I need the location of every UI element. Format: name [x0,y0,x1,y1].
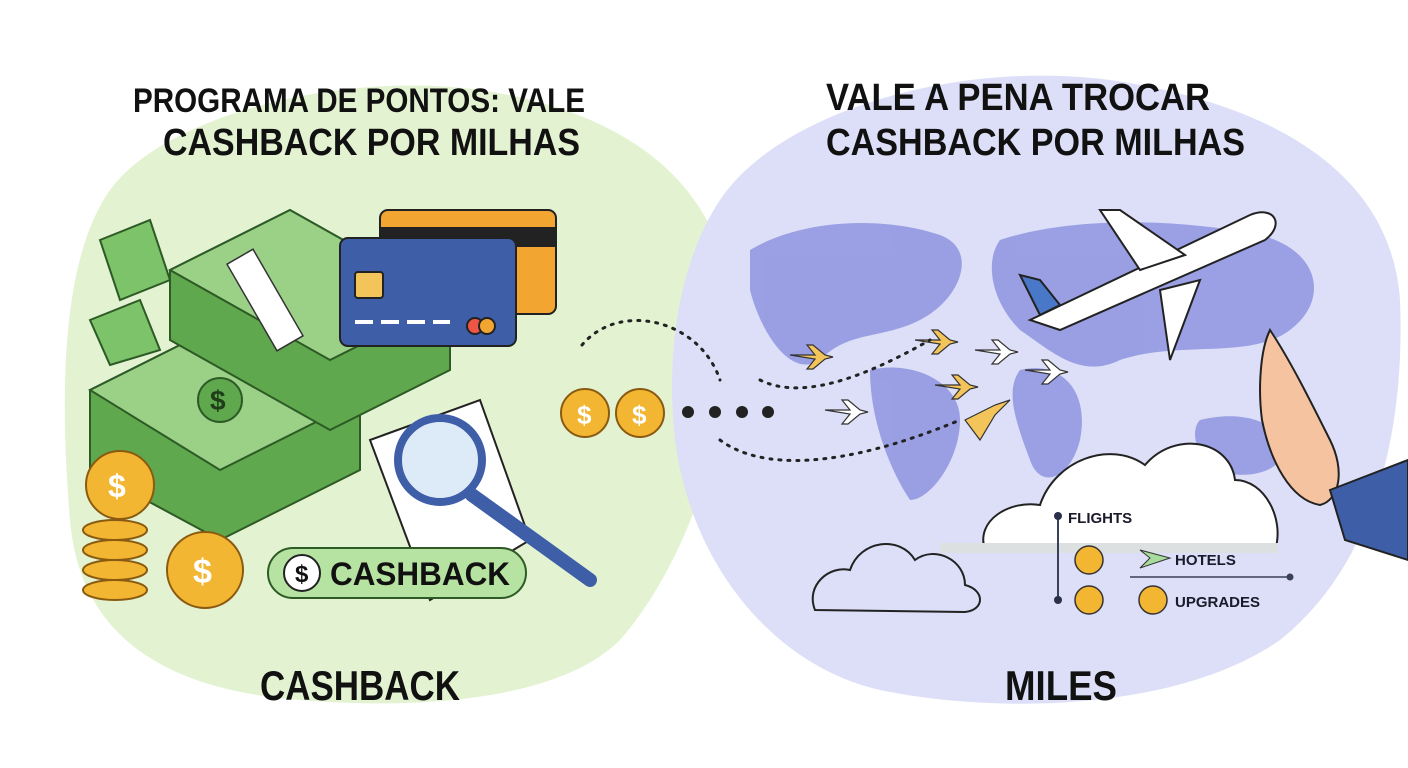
hotel-icon [1074,545,1104,575]
miles-caption: MILES [1005,662,1117,709]
hand-icon [1259,328,1340,507]
left-title-line2: CASHBACK POR MILHAS [163,122,580,164]
coin-stack: $ $ [82,450,244,609]
option-flights: FLIGHTS [1068,510,1132,527]
option-hotels: HOTELS [1175,552,1236,569]
transfer-coins: $ $ [560,388,665,438]
dot-chain [682,406,774,418]
cashback-badge: $ CASHBACK [267,547,527,599]
left-title-line1: PROGRAMA DE PONTOS: VALE [133,82,585,120]
right-title-line1: VALE A PENA TROCAR [826,77,1210,119]
flight-paths [580,319,962,462]
small-planes [789,329,1069,442]
money-band [225,248,305,352]
world-map [750,222,1314,500]
svg-text:$: $ [577,400,592,430]
cloud-panel [811,442,1279,614]
credit-cards [339,209,557,347]
upgrade-icon [1074,585,1104,615]
option-upgrades: UPGRADES [1175,594,1260,611]
svg-text:$: $ [210,385,226,416]
green-plane-icon [1139,549,1172,569]
sleeve [1328,458,1408,562]
seat-icon [1138,585,1168,615]
divider-bar [940,543,1278,553]
airplane-icon [1018,209,1277,361]
svg-text:$: $ [632,400,647,430]
cashback-badge-label: CASHBACK [330,556,510,592]
rewards-options: FLIGHTS HOTELS UPGRADES [1054,510,1294,615]
svg-text:$: $ [108,468,126,504]
cashback-caption: CASHBACK [260,662,460,709]
svg-text:$: $ [193,553,212,591]
right-title-line2: CASHBACK POR MILHAS [826,122,1245,164]
dollar-icon: $ [295,561,309,588]
